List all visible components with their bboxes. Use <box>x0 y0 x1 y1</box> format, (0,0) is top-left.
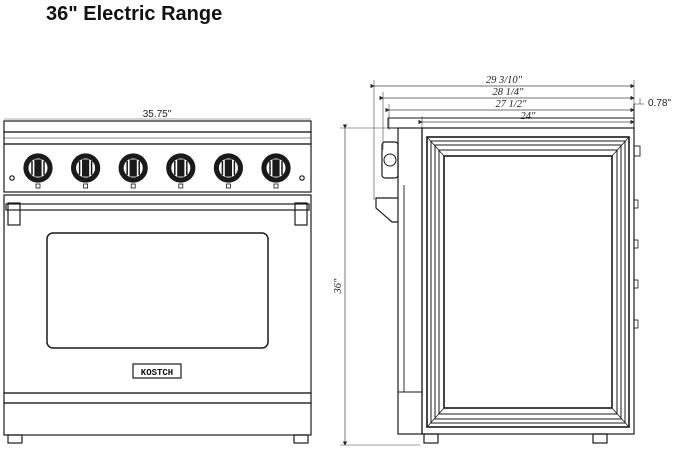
oven-window <box>46 232 269 349</box>
foot-left <box>7 434 23 444</box>
handle-mount-right <box>294 202 308 226</box>
indicator-light-right <box>299 175 305 181</box>
foot-right <box>293 434 309 444</box>
front-width-label: 35.75" <box>143 109 172 120</box>
control-knob <box>166 153 196 189</box>
handle-mount-left <box>7 202 21 226</box>
page-title: 36" Electric Range <box>46 3 223 25</box>
brand-logo-text: KOSTCH <box>141 368 173 378</box>
control-knob <box>213 153 243 189</box>
depth-1-label: 28 1/4" <box>493 87 525 98</box>
side-handle-profile <box>375 197 398 223</box>
back-offset-label: 0.78" <box>648 98 671 109</box>
base-drawer <box>3 402 312 436</box>
depth-body-label: 24" <box>521 111 537 122</box>
control-knob <box>118 153 148 189</box>
depth-2-label: 27 1/2" <box>496 99 528 110</box>
side-knob-profile <box>381 141 399 179</box>
side-panel-frame-outer <box>426 136 630 428</box>
side-foot-front <box>423 433 439 444</box>
kick-panel <box>3 392 312 404</box>
control-panel <box>3 143 312 193</box>
backsplash <box>3 120 312 133</box>
depth-overall-label: 29 3/10" <box>486 75 523 86</box>
control-knob <box>23 153 53 189</box>
side-door-profile <box>397 127 423 435</box>
height-label: 36" <box>333 278 344 295</box>
brand-logo-plate <box>132 363 182 379</box>
side-panel-frame-inner <box>443 155 613 409</box>
side-foot-rear <box>592 433 608 444</box>
indicator-light-left <box>9 175 15 181</box>
front-view <box>3 118 312 444</box>
door-handle <box>5 203 310 211</box>
control-knob <box>70 153 101 189</box>
knob-group <box>23 153 291 189</box>
control-knob <box>261 153 291 189</box>
side-backsplash <box>387 117 635 129</box>
side-drawer-profile <box>397 391 423 435</box>
side-body-panel <box>421 127 635 435</box>
oven-door <box>3 194 312 394</box>
side-view <box>340 80 644 446</box>
